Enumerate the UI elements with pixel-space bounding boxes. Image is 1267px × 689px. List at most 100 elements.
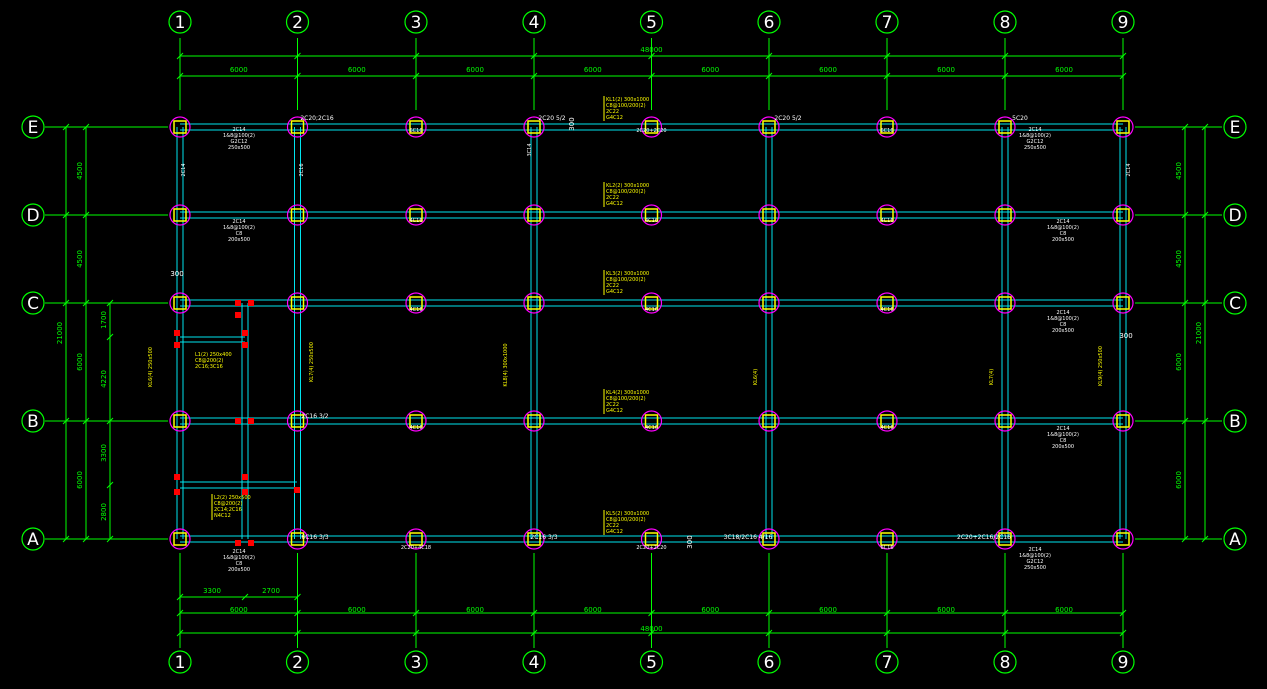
dim-300: 300	[1119, 332, 1132, 340]
kl-label-sub: C8@100/200(2)	[606, 517, 646, 523]
small-block-label: G2C12	[231, 139, 248, 145]
column	[409, 208, 423, 222]
dim-bottom-span: 6000	[1055, 606, 1073, 614]
dim-tick	[883, 72, 891, 80]
column-ring	[286, 410, 309, 432]
red-marker	[235, 540, 241, 546]
column-ring	[286, 528, 309, 550]
red-marker	[248, 300, 254, 306]
axis-bubble-label: 6	[764, 653, 775, 673]
dim-tick	[530, 629, 538, 637]
dim-tick	[294, 52, 301, 60]
beam-mid-label: 2C20+4C18	[401, 545, 431, 551]
axis-bubble-label: 7	[882, 653, 893, 673]
beam-end-label: 2C20;2C16	[300, 115, 333, 122]
axis-bubble	[639, 650, 664, 674]
axis-bubble-label: E	[28, 118, 39, 138]
kl-label-sub: G4C12	[606, 289, 623, 295]
axis-bubble	[993, 10, 1017, 34]
column	[290, 120, 305, 134]
red-marker	[248, 540, 254, 546]
kl-label-sub: G4C12	[606, 529, 623, 535]
red-marker	[235, 312, 241, 318]
beam-mid-label: 4C16	[645, 425, 658, 431]
column-ring	[1112, 204, 1134, 226]
column	[644, 414, 659, 428]
column-ring	[640, 292, 663, 314]
axis-bubble	[1111, 10, 1135, 34]
beam-mid-label: 4C16	[409, 307, 422, 313]
dim-left-sub: 4220	[100, 370, 108, 388]
small-block-label: 2C14	[1056, 310, 1069, 316]
column-ring	[169, 528, 191, 550]
column-ring	[169, 410, 191, 432]
column	[880, 414, 894, 428]
kl-label-sub: C8@100/200(2)	[606, 396, 646, 402]
dim-tick	[765, 609, 773, 617]
dim-tick	[1001, 72, 1009, 80]
column	[173, 296, 187, 310]
red-marker	[294, 487, 300, 493]
dim-tick	[294, 593, 301, 601]
axis-bubble-label: 8	[1000, 13, 1011, 33]
dim-tick	[530, 72, 538, 80]
axis-bubble-label: C	[27, 294, 39, 314]
red-marker	[235, 418, 241, 424]
axis-bubble	[285, 10, 310, 34]
axis-bubble	[285, 650, 310, 674]
axis-bubble	[522, 650, 546, 674]
dim-tick	[648, 52, 655, 60]
kl-label-sub: 2C22	[606, 402, 619, 408]
column-ring	[523, 410, 545, 432]
secondary-beam-label: N4C12	[214, 513, 231, 519]
kl-label: KL3(2) 300x1000	[606, 271, 649, 277]
axis-bubble	[1223, 291, 1247, 315]
small-block-label: 1&8@100(2)	[1047, 316, 1079, 322]
column	[527, 532, 541, 546]
column	[880, 208, 894, 222]
small-block-label: C8	[1060, 438, 1067, 444]
dim-left-span: 6000	[76, 353, 84, 371]
dim-tick	[294, 72, 301, 80]
beam-end-label: 6C16 3/3	[301, 534, 328, 541]
axis-bubble-label: 2	[292, 653, 303, 673]
column	[173, 532, 187, 546]
dim-bottom-sub: 2700	[262, 587, 280, 595]
axis-bubble-label: 4	[529, 13, 540, 33]
axis-bubble	[168, 650, 192, 674]
small-block-label: 1&8@100(2)	[223, 225, 255, 231]
column-ring	[523, 116, 545, 138]
dim-tick	[765, 629, 773, 637]
dim-top-total: 48000	[640, 46, 662, 54]
column-ring	[169, 204, 191, 226]
column-ring	[1112, 410, 1134, 432]
small-block-label: 200x500	[228, 567, 250, 573]
dim-tick	[62, 417, 70, 425]
axis-bubble	[993, 650, 1017, 674]
dim-tick	[648, 609, 655, 617]
kl-label: KL1(2) 300x1000	[606, 97, 649, 103]
column-ring	[994, 204, 1016, 226]
column	[644, 208, 659, 222]
dim-tick	[176, 629, 184, 637]
dim-bottom-span: 6000	[348, 606, 366, 614]
dim-tick	[82, 211, 90, 219]
column-ring	[876, 204, 898, 226]
kl-label: KL4(2) 300x1000	[606, 390, 649, 396]
dim-left-span: 4500	[76, 250, 84, 268]
small-block-label: C8	[1060, 231, 1067, 237]
beam-end-label: 5C20	[1012, 115, 1028, 122]
dim-tick	[412, 72, 420, 80]
column-ring	[640, 410, 663, 432]
axis-bubble	[1223, 115, 1247, 139]
column-ring	[405, 410, 427, 432]
axis-grid	[45, 38, 1222, 648]
axis-bubble	[1223, 409, 1247, 433]
column	[998, 296, 1012, 310]
axis-bubble	[404, 650, 428, 674]
small-block-label: 200x500	[1052, 444, 1074, 450]
beam-mid-label: 4C16	[645, 218, 658, 224]
dim-top-span: 6000	[819, 66, 837, 74]
dim-bottom-span: 6000	[466, 606, 484, 614]
